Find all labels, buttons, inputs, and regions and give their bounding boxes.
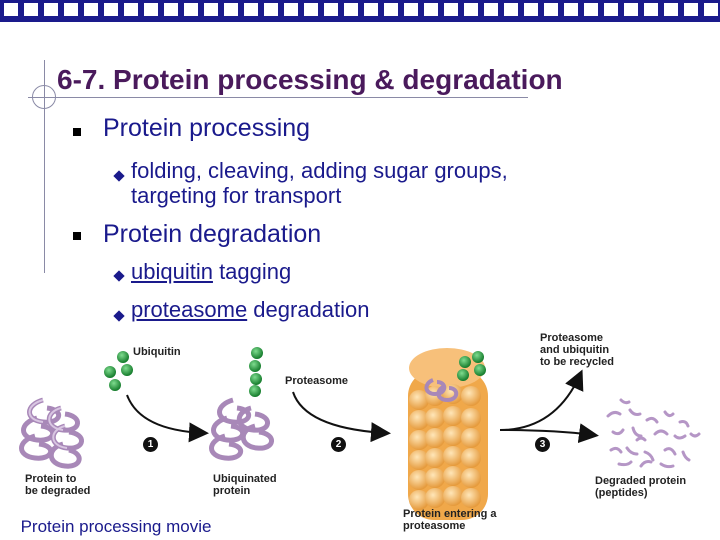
top-bar-square bbox=[344, 3, 358, 16]
proteasome-balls bbox=[409, 384, 481, 510]
top-bar-square bbox=[184, 3, 198, 16]
top-bar-square bbox=[144, 3, 158, 16]
bullet-square-icon bbox=[73, 232, 81, 240]
ubiquitin-ball-icon bbox=[459, 356, 471, 368]
ubiquitin-chain-ball-icon bbox=[250, 373, 262, 385]
top-bar-square bbox=[644, 3, 658, 16]
ubiquitin-ball-icon bbox=[104, 366, 116, 378]
top-bar-square bbox=[584, 3, 598, 16]
protein-coil-2 bbox=[209, 397, 274, 461]
top-bar-square bbox=[164, 3, 178, 16]
top-bar-square bbox=[444, 3, 458, 16]
top-bar-square bbox=[704, 3, 718, 16]
label-protein-to-be-degraded: Protein to be degraded bbox=[25, 473, 91, 497]
margin-rule-line bbox=[44, 60, 45, 273]
top-bar-square bbox=[604, 3, 618, 16]
arrow-step-1 bbox=[126, 394, 209, 443]
sub-bullet-diamond-icon bbox=[113, 270, 125, 282]
top-bar-square bbox=[484, 3, 498, 16]
step-marker-2: 2 bbox=[331, 437, 346, 452]
protein-coil-1-fill bbox=[28, 399, 68, 449]
ubiquitin-rest-text: tagging bbox=[212, 259, 292, 284]
top-bar-square bbox=[664, 3, 678, 16]
sub-bullet-folding: folding, cleaving, adding sugar groups, bbox=[131, 158, 508, 183]
top-bar-square bbox=[684, 3, 698, 16]
top-bar-square bbox=[464, 3, 478, 16]
ubiquitin-ball-icon bbox=[109, 379, 121, 391]
ubiquitin-ball-icon bbox=[121, 364, 133, 376]
top-checkered-bar bbox=[0, 0, 720, 22]
label-degraded-protein: Degraded protein (peptides) bbox=[595, 475, 687, 499]
protein-processing-movie-link[interactable]: Protein processing movie bbox=[0, 514, 232, 540]
crosshair-circle bbox=[32, 85, 56, 109]
top-bar-square bbox=[304, 3, 318, 16]
ubiquitin-ball-icon bbox=[117, 351, 129, 363]
top-bar-square bbox=[524, 3, 538, 16]
top-bar-square bbox=[264, 3, 278, 16]
ubiquitin-ball-icon bbox=[472, 351, 484, 363]
top-bar-square bbox=[404, 3, 418, 16]
top-bar-square bbox=[84, 3, 98, 16]
proteasome-link[interactable]: proteasome bbox=[131, 297, 248, 322]
slide-title: 6-7. Protein processing & degradation bbox=[57, 64, 563, 95]
top-bar-square bbox=[284, 3, 298, 16]
top-bar-square bbox=[44, 3, 58, 16]
top-bar-square bbox=[24, 3, 38, 16]
bullet-square-icon bbox=[73, 128, 81, 136]
ubiquitin-chain-ball-icon bbox=[249, 385, 261, 397]
protein-degradation-diagram: Ubiquitin Proteasome Proteasome and ubiq… bbox=[15, 330, 720, 540]
label-proteasome: Proteasome bbox=[285, 375, 348, 387]
sub-bullet-targeting: targeting for transport bbox=[131, 183, 342, 208]
top-bar-square bbox=[224, 3, 238, 16]
top-bar-square bbox=[244, 3, 258, 16]
title-rule-line bbox=[28, 97, 528, 98]
bullet-protein-processing: Protein processing bbox=[103, 114, 311, 142]
protein-entering-coil bbox=[424, 378, 459, 403]
peptide-fragments bbox=[606, 398, 701, 469]
top-bar-square bbox=[424, 3, 438, 16]
bullet-protein-degradation: Protein degradation bbox=[103, 220, 322, 248]
top-bar-square bbox=[124, 3, 138, 16]
ubiquitin-chain-ball-icon bbox=[249, 360, 261, 372]
top-bar-square bbox=[104, 3, 118, 16]
ubiquitin-chain-ball-icon bbox=[251, 347, 263, 359]
top-bar-square bbox=[384, 3, 398, 16]
arrow-recycle bbox=[499, 369, 584, 431]
ubiquitin-ball-icon bbox=[474, 364, 486, 376]
sub-bullet-diamond-icon bbox=[113, 170, 125, 182]
top-bar-square bbox=[364, 3, 378, 16]
diagram-artwork bbox=[19, 347, 701, 520]
top-bar-square bbox=[564, 3, 578, 16]
top-bar-square bbox=[504, 3, 518, 16]
sub-bullet-diamond-icon bbox=[113, 310, 125, 322]
label-ubiquitin: Ubiquitin bbox=[133, 346, 181, 358]
label-protein-entering: Protein entering a proteasome bbox=[403, 508, 497, 532]
arrow-step-2 bbox=[292, 391, 391, 443]
top-bar-square bbox=[544, 3, 558, 16]
top-bar-square bbox=[64, 3, 78, 16]
step-marker-1: 1 bbox=[143, 437, 158, 452]
ubiquitin-ball-icon bbox=[457, 369, 469, 381]
sub-bullet-ubiquitin: ubiquitin tagging bbox=[131, 259, 291, 285]
step-marker-3: 3 bbox=[535, 437, 550, 452]
ubiquitin-link[interactable]: ubiquitin bbox=[131, 259, 213, 284]
top-bar-square bbox=[204, 3, 218, 16]
label-recycle: Proteasome and ubiquitin to be recycled bbox=[540, 332, 614, 368]
proteasome-rest-text: degradation bbox=[247, 297, 370, 322]
top-bar-square bbox=[4, 3, 18, 16]
sub-bullet-proteasome: proteasome degradation bbox=[131, 297, 370, 323]
top-bar-square bbox=[324, 3, 338, 16]
top-bar-square bbox=[624, 3, 638, 16]
arrow-step-3 bbox=[499, 423, 599, 444]
label-ubiquinated-protein: Ubiquinated protein bbox=[213, 473, 277, 497]
